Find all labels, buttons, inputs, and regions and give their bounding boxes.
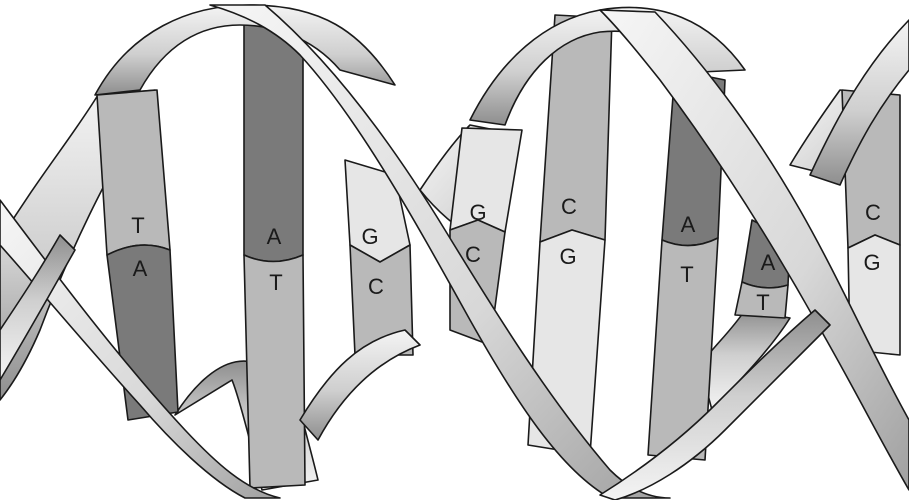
base-pair-7-top-label: A	[761, 250, 776, 275]
base-pair-1-top-label: T	[131, 213, 144, 238]
base-pair-3-bottom-label: C	[368, 274, 384, 299]
base-pair-6-bottom-label: T	[680, 262, 693, 287]
base-pair-5-bottom-label: G	[559, 244, 576, 269]
front-strand-loop-2	[600, 310, 830, 500]
base-pair-2-bottom-label: T	[269, 270, 282, 295]
base-pair-8-top-label: C	[865, 200, 881, 225]
base-pair-6-top-label: A	[681, 212, 696, 237]
base-pair-1-bottom-label: A	[133, 256, 148, 281]
base-pair-7-bottom-label: T	[756, 290, 769, 315]
base-pair-5-top-label: C	[561, 194, 577, 219]
base-pair-2	[244, 22, 305, 488]
base-pair-4-top-label: G	[469, 200, 486, 225]
base-pair-3-top-label: G	[361, 224, 378, 249]
base-pair-4-bottom-label: C	[465, 242, 481, 267]
base-pair-2-top-label: A	[267, 224, 282, 249]
base-pair-8-bottom-label: G	[863, 250, 880, 275]
